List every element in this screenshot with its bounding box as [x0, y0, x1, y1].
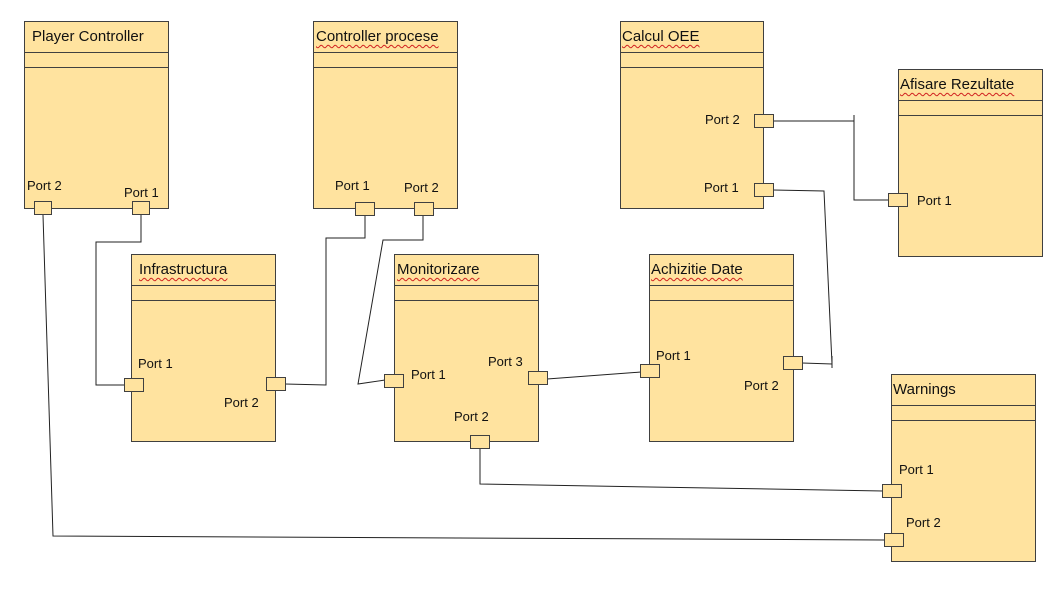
wire-monitorizare-port3-to-achizitie-port1 — [546, 371, 642, 380]
component-title: Achizitie Date — [650, 255, 793, 286]
port-label-afisare-port1: Port 1 — [917, 193, 952, 208]
wire-monitorizare-port2-to-warnings-port1 — [479, 449, 884, 492]
wire-achizitie-port2-to-calcul-port1 — [772, 189, 833, 365]
component-achizitie-date[interactable]: Achizitie Date — [649, 254, 794, 442]
port-label-monitorizare-port3: Port 3 — [488, 354, 523, 369]
port-label-monitorizare-port2: Port 2 — [454, 409, 489, 424]
port-calcul-port1[interactable] — [754, 183, 774, 197]
component-title: Monitorizare — [395, 255, 538, 286]
divider — [621, 67, 763, 68]
port-label-player-port1: Port 1 — [124, 185, 159, 200]
port-achizitie-port1[interactable] — [640, 364, 660, 378]
divider — [892, 420, 1035, 421]
port-label-warnings-port1: Port 1 — [899, 462, 934, 477]
component-warnings[interactable]: Warnings — [891, 374, 1036, 562]
component-calcul-oee[interactable]: Calcul OEE — [620, 21, 764, 209]
wire-infrastructura-port2-to-controller-port1 — [284, 216, 366, 386]
port-label-controller-port1: Port 1 — [335, 178, 370, 193]
port-player-port1[interactable] — [132, 201, 150, 215]
port-controller-port1[interactable] — [355, 202, 375, 216]
port-monitorizare-port3[interactable] — [528, 371, 548, 385]
port-label-warnings-port2: Port 2 — [906, 515, 941, 530]
port-monitorizare-port2[interactable] — [470, 435, 490, 449]
component-afisare-rezultate[interactable]: Afisare Rezultate — [898, 69, 1043, 257]
component-title: Infrastructura — [132, 255, 275, 286]
port-label-achizitie-port2: Port 2 — [744, 378, 779, 393]
component-title: Warnings — [892, 375, 1035, 406]
component-title: Afisare Rezultate — [899, 70, 1042, 101]
divider — [314, 67, 457, 68]
divider — [899, 115, 1042, 116]
port-infrastructura-port1[interactable] — [124, 378, 144, 392]
port-label-infrastructura-port2: Port 2 — [224, 395, 259, 410]
component-title: Player Controller — [25, 22, 168, 53]
port-infrastructura-port2[interactable] — [266, 377, 286, 391]
wire-player-port1-to-infrastructura-port1 — [95, 215, 142, 386]
divider — [25, 67, 168, 68]
port-monitorizare-port1[interactable] — [384, 374, 404, 388]
divider — [132, 300, 275, 301]
port-label-controller-port2: Port 2 — [404, 180, 439, 195]
port-player-port2[interactable] — [34, 201, 52, 215]
component-title: Controller procese — [314, 22, 457, 53]
component-player-controller[interactable]: Player Controller — [24, 21, 169, 209]
port-label-calcul-port2: Port 2 — [705, 112, 740, 127]
port-label-calcul-port1: Port 1 — [704, 180, 739, 195]
port-afisare-port1[interactable] — [888, 193, 908, 207]
port-label-player-port2: Port 2 — [27, 178, 62, 193]
port-controller-port2[interactable] — [414, 202, 434, 216]
port-label-achizitie-port1: Port 1 — [656, 348, 691, 363]
wire-calcul-port2-to-afisare-port1 — [773, 120, 888, 201]
port-warnings-port2[interactable] — [884, 533, 904, 547]
divider — [650, 300, 793, 301]
port-label-monitorizare-port1: Port 1 — [411, 367, 446, 382]
wire-player-port2-to-warnings-port2 — [42, 214, 885, 541]
divider — [395, 300, 538, 301]
port-label-infrastructura-port1: Port 1 — [138, 356, 173, 371]
port-calcul-port2[interactable] — [754, 114, 774, 128]
port-warnings-port1[interactable] — [882, 484, 902, 498]
component-infrastructura[interactable]: Infrastructura — [131, 254, 276, 442]
component-monitorizare[interactable]: Monitorizare — [394, 254, 539, 442]
port-achizitie-port2[interactable] — [783, 356, 803, 370]
wire-controller-port2-to-monitorizare-port1 — [357, 216, 424, 385]
component-controller-procese[interactable]: Controller procese — [313, 21, 458, 209]
component-title: Calcul OEE — [621, 22, 763, 53]
